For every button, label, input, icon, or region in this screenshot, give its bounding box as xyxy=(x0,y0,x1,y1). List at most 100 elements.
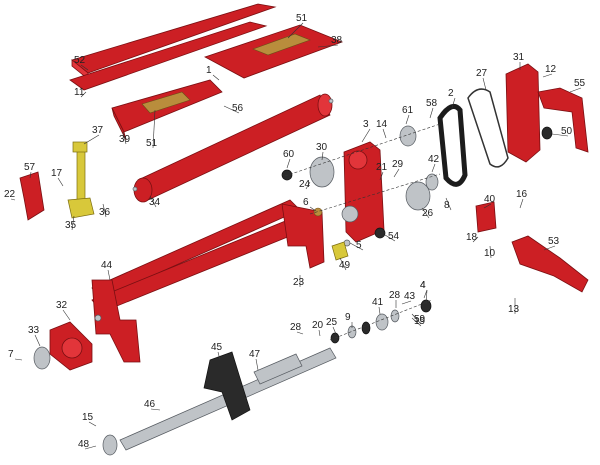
part-number-19: 19 xyxy=(414,316,426,327)
axis-line-2 xyxy=(309,173,441,215)
roller-34 xyxy=(132,93,334,203)
leader-line-37 xyxy=(83,134,100,145)
washer-30 xyxy=(309,156,335,188)
part-number-13: 13 xyxy=(508,304,520,315)
part-number-48: 48 xyxy=(78,439,90,450)
leader-line-32 xyxy=(62,309,71,321)
leader-line-10 xyxy=(489,245,492,259)
part-number-60: 60 xyxy=(283,149,295,160)
leader-line-6 xyxy=(309,206,317,212)
washer-42 xyxy=(425,173,439,191)
leader-line-15 xyxy=(88,421,97,427)
leader-line-46 xyxy=(150,408,161,411)
part-number-43: 43 xyxy=(404,291,416,302)
leader-line-56 xyxy=(223,105,240,114)
part-number-56: 56 xyxy=(232,103,244,114)
leader-line-22 xyxy=(10,198,16,201)
part-number-7: 7 xyxy=(8,349,14,360)
leader-line-1 xyxy=(212,74,220,81)
leader-line-36 xyxy=(102,203,107,218)
part-number-40: 40 xyxy=(484,194,496,205)
leader-line-51 xyxy=(287,22,304,39)
part-number-41: 41 xyxy=(372,297,384,308)
leader-line-27 xyxy=(482,77,487,91)
cover-31 xyxy=(505,63,541,163)
leader-line-11 xyxy=(80,91,87,98)
part-number-35: 35 xyxy=(65,220,77,231)
part-number-16: 16 xyxy=(516,189,528,200)
leader-line-59 xyxy=(411,313,422,325)
part-number-12: 12 xyxy=(545,64,557,75)
leader-line-16 xyxy=(519,198,524,209)
leader-line-39 xyxy=(122,131,127,145)
part-number-36: 36 xyxy=(99,207,111,218)
part-number-21: 21 xyxy=(376,162,388,173)
leader-line-41 xyxy=(378,306,381,315)
part-number-59: 59 xyxy=(414,314,426,325)
part-number-57: 57 xyxy=(24,162,36,173)
leader-line-7 xyxy=(14,358,23,361)
nut-6 xyxy=(313,207,323,217)
leader-line-61 xyxy=(405,114,410,125)
part-number-17: 17 xyxy=(51,168,63,179)
part-number-28: 28 xyxy=(290,322,302,333)
leader-line-20 xyxy=(318,329,321,337)
leader-line-17 xyxy=(57,177,64,187)
part-number-10: 10 xyxy=(484,248,496,259)
leader-line-12 xyxy=(542,73,553,78)
part-number-9: 9 xyxy=(345,312,351,323)
leader-line-55 xyxy=(569,87,582,93)
leader-line-21 xyxy=(379,171,384,181)
label-51-left xyxy=(141,91,191,114)
part-number-33: 33 xyxy=(28,325,40,336)
leader-line-3 xyxy=(361,128,371,143)
part-number-52: 52 xyxy=(74,55,86,66)
part-number-46: 46 xyxy=(144,399,156,410)
part-number-32: 32 xyxy=(56,300,68,311)
part-number-37: 37 xyxy=(92,125,104,136)
part-number-25: 25 xyxy=(326,317,338,328)
leader-line-30 xyxy=(321,151,324,161)
part-number-18: 18 xyxy=(466,232,478,243)
adjuster-35 xyxy=(67,141,95,219)
part-number-26: 26 xyxy=(422,208,434,219)
part-number-55: 55 xyxy=(574,78,586,89)
belt-2 xyxy=(437,103,468,187)
belt-27 xyxy=(467,88,509,168)
bracket-55 xyxy=(537,87,589,153)
part-number-42: 42 xyxy=(428,154,440,165)
part-number-1: 1 xyxy=(206,65,212,76)
leader-line-47 xyxy=(255,358,259,371)
part-number-4: 4 xyxy=(420,280,426,291)
part-number-11: 11 xyxy=(74,87,85,98)
bracket-40 xyxy=(475,201,497,233)
part-number-23: 23 xyxy=(293,277,305,288)
bearing-bracket xyxy=(341,141,386,243)
part-number-50: 50 xyxy=(561,126,573,137)
leader-line-5 xyxy=(349,242,364,251)
leader-line-40 xyxy=(483,203,492,209)
part-number-34: 34 xyxy=(149,197,161,208)
leader-line-54 xyxy=(384,234,396,242)
leader-line-8 xyxy=(445,197,452,211)
leader-line-51 xyxy=(152,109,156,149)
leader-line-58 xyxy=(429,107,434,119)
part-number-20: 20 xyxy=(312,320,324,331)
part-number-2: 2 xyxy=(448,88,454,99)
bracket-57 xyxy=(19,171,45,221)
leader-line-52 xyxy=(80,64,89,71)
part-number-44: 44 xyxy=(101,260,113,271)
end-cap-32 xyxy=(33,321,93,371)
leader-line-26 xyxy=(421,207,430,219)
leader-line-45 xyxy=(217,351,221,361)
axis-line-1 xyxy=(284,123,441,177)
part-number-47: 47 xyxy=(249,349,261,360)
leader-line-33 xyxy=(34,334,41,347)
leader-line-57 xyxy=(29,171,32,179)
leader-line-19 xyxy=(411,317,422,327)
leader-line-34 xyxy=(149,195,157,208)
part-number-24: 24 xyxy=(299,179,311,190)
part-number-45: 45 xyxy=(211,342,223,353)
